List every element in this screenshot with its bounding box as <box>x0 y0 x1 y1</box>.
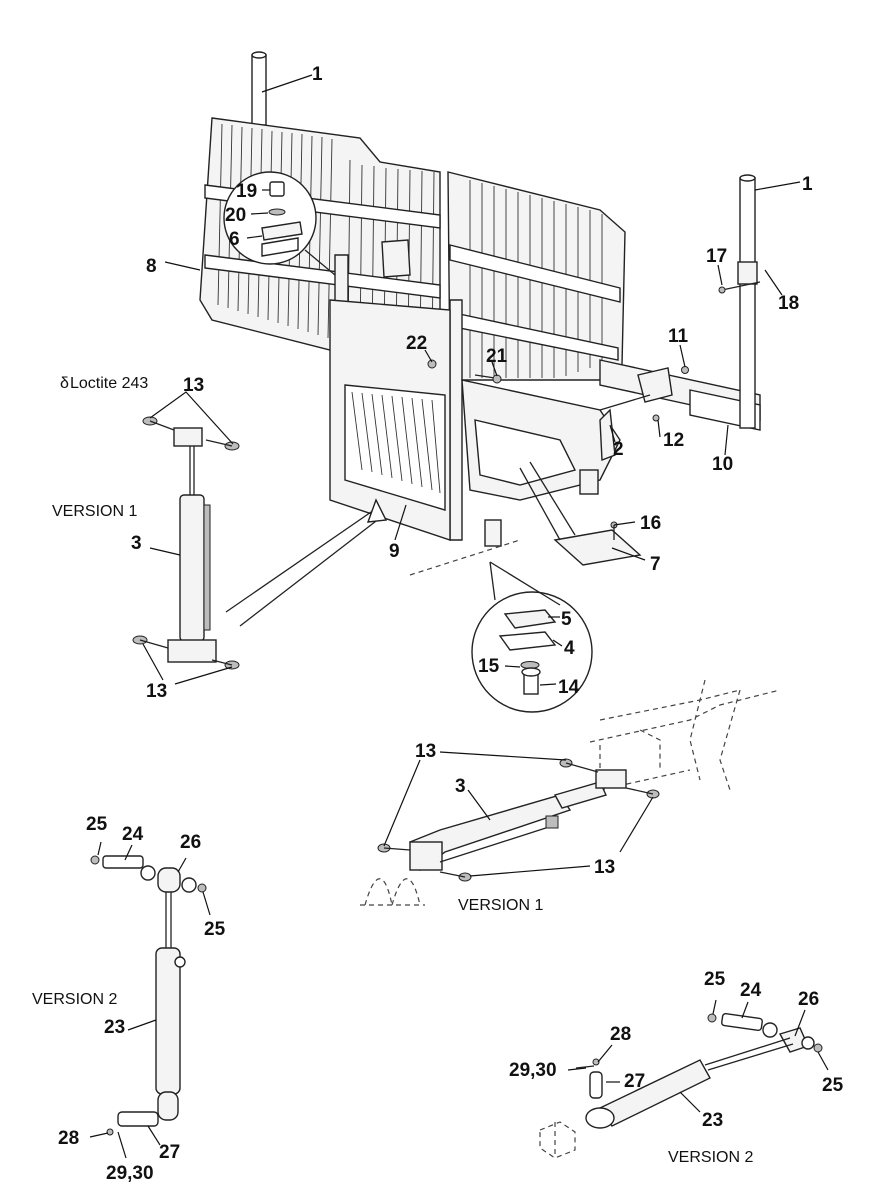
detail-bubble-bottom <box>471 561 593 713</box>
callout-26: 26 <box>798 989 819 1010</box>
upright-post-left <box>251 54 267 126</box>
cylinder-version1-vertical <box>132 391 388 685</box>
version2-label-right: VERSION 2 <box>668 1149 753 1166</box>
callout-21: 21 <box>486 346 508 367</box>
callout-18: 18 <box>778 293 799 314</box>
callout-15: 15 <box>478 656 500 677</box>
callout-1: 1 <box>312 64 323 85</box>
callout-7: 7 <box>650 554 661 575</box>
cylinder-base-clevis <box>409 841 443 871</box>
callout-19: 19 <box>236 181 257 202</box>
callout-3: 3 <box>131 533 142 554</box>
callout-5: 5 <box>561 609 572 630</box>
loctite-label: Loctite 243 <box>70 375 148 392</box>
callout-8: 8 <box>146 256 157 277</box>
cylinder-v2-barrel <box>155 947 181 1095</box>
callout-25: 25 <box>822 1075 844 1096</box>
callout-26: 26 <box>180 832 201 853</box>
callout-13: 13 <box>415 741 436 762</box>
callout-13: 13 <box>594 857 615 878</box>
callout-2: 2 <box>613 439 624 460</box>
callout-17: 17 <box>706 246 727 267</box>
callout-23: 23 <box>104 1017 125 1038</box>
callout-29-30: 29,30 <box>509 1060 557 1081</box>
callout-4: 4 <box>564 638 575 659</box>
loctite-note: δ Loctite 243 <box>60 375 148 392</box>
callout-14: 14 <box>558 677 580 698</box>
callout-25: 25 <box>704 969 726 990</box>
grille-frame-assembly <box>164 51 801 576</box>
callout-16: 16 <box>640 513 661 534</box>
version2-label-left: VERSION 2 <box>32 991 117 1008</box>
callout-25: 25 <box>86 814 108 835</box>
cylinder-version2-vertical <box>89 841 211 1159</box>
callout-20: 20 <box>225 205 246 226</box>
captions: δ Loctite 243 VERSION 1 VERSION 1 VERSIO… <box>32 375 753 1166</box>
mounting-plate <box>553 529 642 566</box>
callout-22: 22 <box>406 333 427 354</box>
leader-line <box>261 74 313 93</box>
callout-27: 27 <box>624 1071 645 1092</box>
upright-post-right <box>739 177 756 429</box>
cylinder-version2-angled <box>539 999 829 1159</box>
callout-23: 23 <box>702 1110 723 1131</box>
callout-1: 1 <box>802 174 813 195</box>
callout-10: 10 <box>712 454 733 475</box>
cylinder-rod-clevis <box>173 427 203 447</box>
callout-28: 28 <box>58 1128 79 1149</box>
callout-9: 9 <box>389 541 400 562</box>
callout-28: 28 <box>610 1024 631 1045</box>
thread-lock-icon: δ <box>60 375 69 392</box>
version1-label-left: VERSION 1 <box>52 503 137 520</box>
cylinder-barrel <box>179 494 205 642</box>
callout-27: 27 <box>159 1142 180 1163</box>
detail-bubble-top <box>223 171 336 276</box>
callouts: 1 1 2 3 3 4 5 6 7 8 9 10 11 12 13 13 13 … <box>58 64 844 1184</box>
version1-label-center: VERSION 1 <box>458 897 543 914</box>
cylinder-v2-angled-barrel <box>598 1059 711 1127</box>
cylinder-version1-angled <box>360 679 781 906</box>
callout-6: 6 <box>229 229 240 250</box>
callout-13: 13 <box>146 681 167 702</box>
callout-13: 13 <box>183 375 204 396</box>
callout-24: 24 <box>122 824 144 845</box>
callout-12: 12 <box>663 430 684 451</box>
callout-11: 11 <box>668 326 689 347</box>
callout-29-30: 29,30 <box>106 1163 154 1184</box>
callout-25: 25 <box>204 919 226 940</box>
callout-3: 3 <box>455 776 466 797</box>
callout-24: 24 <box>740 980 762 1001</box>
